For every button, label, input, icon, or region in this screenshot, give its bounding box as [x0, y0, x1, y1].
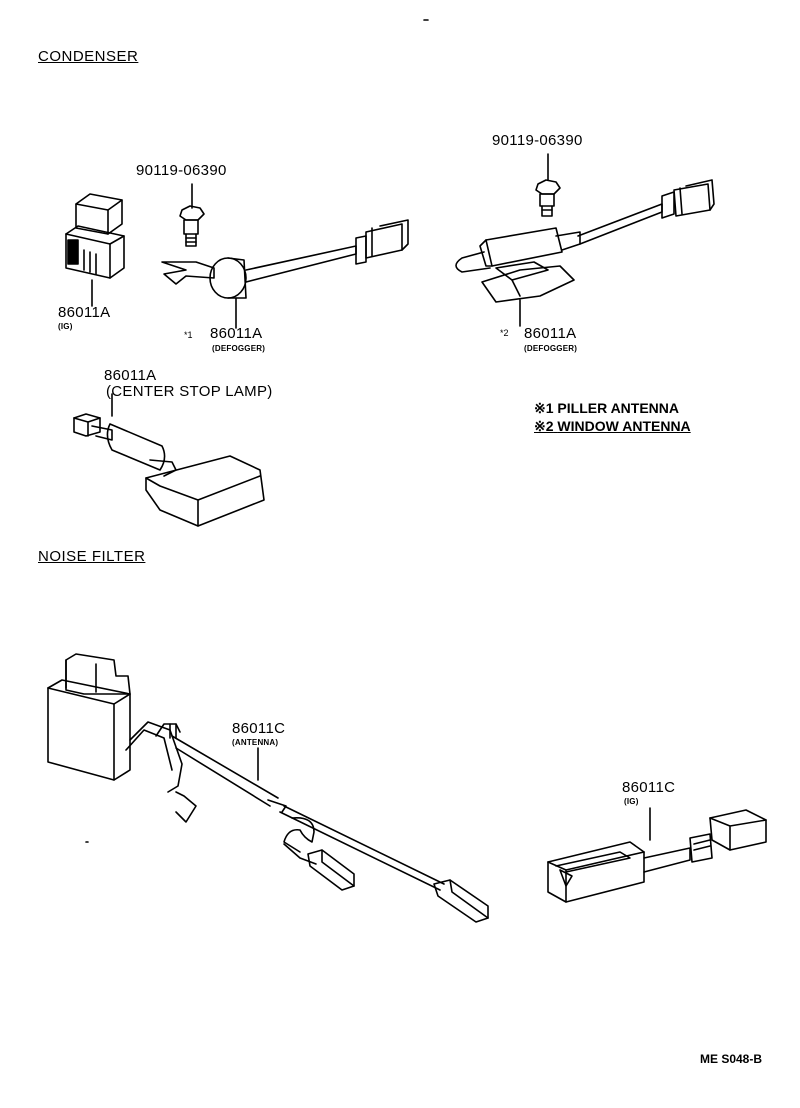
- ig-condenser-number: 86011A: [58, 304, 111, 321]
- diagram-code: ME S048-B: [700, 1052, 763, 1066]
- legend-item-2-mark: ※2: [534, 418, 554, 434]
- stop-lamp-condenser-drawing: [73, 393, 265, 527]
- defogger1-note: (DEFOGGER): [212, 344, 266, 353]
- legend-item-1-mark: ※1: [534, 400, 554, 416]
- defogger2-number: 86011A: [524, 325, 577, 342]
- legend-item-1: ※1 PILLER ANTENNA: [534, 400, 679, 417]
- bolt-right-label: 90119-06390: [492, 132, 583, 149]
- defogger1-condenser-drawing: [161, 219, 409, 329]
- ig-noise-filter-drawing: [547, 807, 767, 903]
- bolt-left-drawing: [179, 183, 205, 247]
- stop-lamp-number: 86011A: [104, 367, 157, 384]
- defogger2-note: (DEFOGGER): [524, 344, 578, 353]
- legend-item-2: ※2 WINDOW ANTENNA: [534, 418, 691, 435]
- noise-filter-heading: NOISE FILTER: [38, 548, 146, 565]
- ig-filter-note: (IG): [624, 797, 639, 806]
- defogger1-number: 86011A: [210, 325, 263, 342]
- antenna-noise-filter-drawing: [47, 653, 489, 923]
- antenna-filter-note: (ANTENNA): [232, 738, 279, 747]
- bolt-left-label: 90119-06390: [136, 162, 227, 179]
- condenser-heading: CONDENSER: [38, 48, 139, 65]
- antenna-filter-number: 86011C: [232, 720, 286, 737]
- ig-condenser-drawing: [65, 193, 125, 307]
- defogger2-condenser-drawing: [455, 179, 715, 327]
- legend-item-1-text: PILLER ANTENNA: [557, 400, 680, 416]
- ig-condenser-note: (IG): [58, 322, 73, 331]
- ig-filter-number: 86011C: [622, 779, 676, 796]
- stop-lamp-note: (CENTER STOP LAMP): [106, 383, 273, 400]
- legend-item-2-text: WINDOW ANTENNA: [557, 418, 691, 434]
- defogger2-mark: *2: [500, 328, 509, 338]
- defogger1-mark: *1: [184, 330, 193, 340]
- bolt-right-drawing: [535, 153, 561, 217]
